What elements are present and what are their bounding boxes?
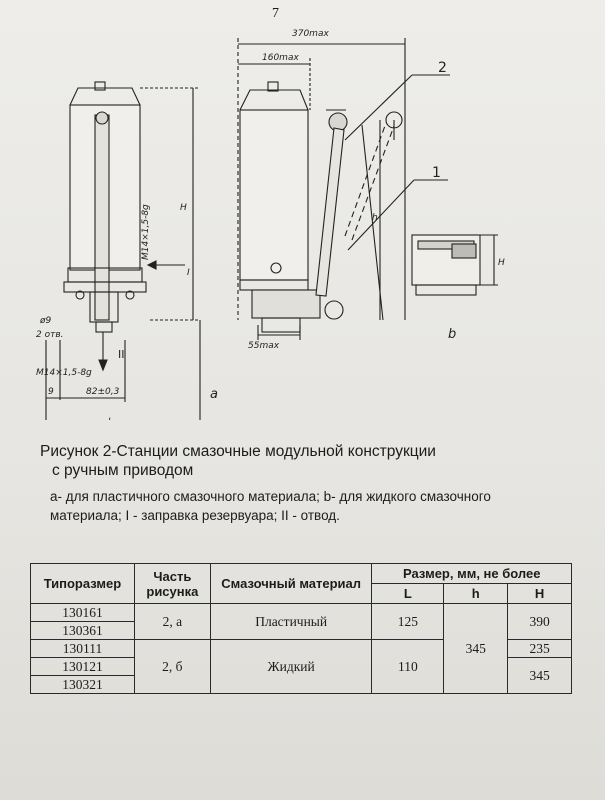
part-cell: 2, а (133, 603, 211, 640)
caption-line-2: с ручным приводом (52, 462, 194, 479)
part-cell: 2, б (133, 639, 211, 694)
dim-thread-bottom: M14×1,5-8g (36, 368, 92, 378)
dim-9: 9 (48, 387, 54, 397)
type-cell: 130111 (30, 639, 135, 658)
dim-H-right: H (498, 258, 505, 268)
reservoir-detail-view (411, 234, 498, 296)
header-material: Смазочный материал (209, 563, 373, 604)
dim-H-left: H (180, 203, 187, 213)
station-side-view (237, 38, 406, 340)
sub-label-b: b (448, 327, 456, 342)
table-row: 130321 (30, 675, 572, 694)
dim-h: h (372, 213, 378, 223)
figure-caption: Рисунок 2-Станции смазочные модульной ко… (40, 442, 560, 480)
spec-table: Типоразмер Часть рисунка Смазочный матер… (30, 563, 572, 694)
dim-spacing: 82±0,3 (86, 387, 120, 397)
header-size: Размер, мм, не более (371, 563, 572, 584)
figure-legend: а- для пластичного смазочного материала;… (50, 489, 491, 523)
table-row: 130361 (30, 621, 572, 640)
table-row: 130111 2, б Жидкий 110 235 (30, 639, 572, 694)
dim-55max: 55max (248, 341, 280, 351)
header-L: L (371, 583, 445, 604)
dim-370max: 370max (292, 29, 329, 39)
caption-line-1: Рисунок 2-Станции смазочные модульной ко… (40, 443, 436, 460)
material-cell: Жидкий (209, 639, 373, 694)
table-row: 130161 2, а Пластичный 125 345 390 (30, 603, 572, 694)
h-cell: 345 (443, 603, 509, 694)
L-cell: 125 (371, 603, 445, 640)
dim-thread-top: M14×1,5-8g (141, 204, 151, 260)
page-number: 7 (272, 6, 279, 21)
type-cell: 130161 (30, 603, 135, 622)
type-cell: 130321 (30, 675, 135, 694)
callout-2: 2 (438, 60, 447, 76)
H-cell: 235 (507, 639, 572, 658)
dim-160max: 160max (262, 53, 299, 63)
arrow-I-label: I (187, 268, 190, 278)
H-cell: 390 (507, 603, 572, 640)
H-cell: 345 (507, 657, 572, 694)
type-cell: 130121 (30, 657, 135, 676)
arrow-II-label: II (118, 348, 125, 361)
material-cell: Пластичный (209, 603, 373, 640)
header-h: h (443, 583, 509, 604)
technical-drawing: 370max 160max H M14×1,5-8g I ø9 2 отв. I… (36, 29, 505, 420)
dim-holes-count: 2 отв. (36, 330, 64, 340)
callout-1: 1 (432, 165, 441, 181)
header-type: Типоразмер (30, 563, 135, 604)
header-part: Часть рисунка (133, 563, 211, 604)
header-H: H (507, 583, 572, 604)
type-cell: 130361 (30, 621, 135, 640)
dim-L: L (108, 417, 113, 420)
L-cell: 110 (371, 639, 445, 694)
sub-label-a: а (210, 387, 218, 402)
station-front-view (63, 81, 147, 333)
dim-hole: ø9 (39, 316, 52, 326)
